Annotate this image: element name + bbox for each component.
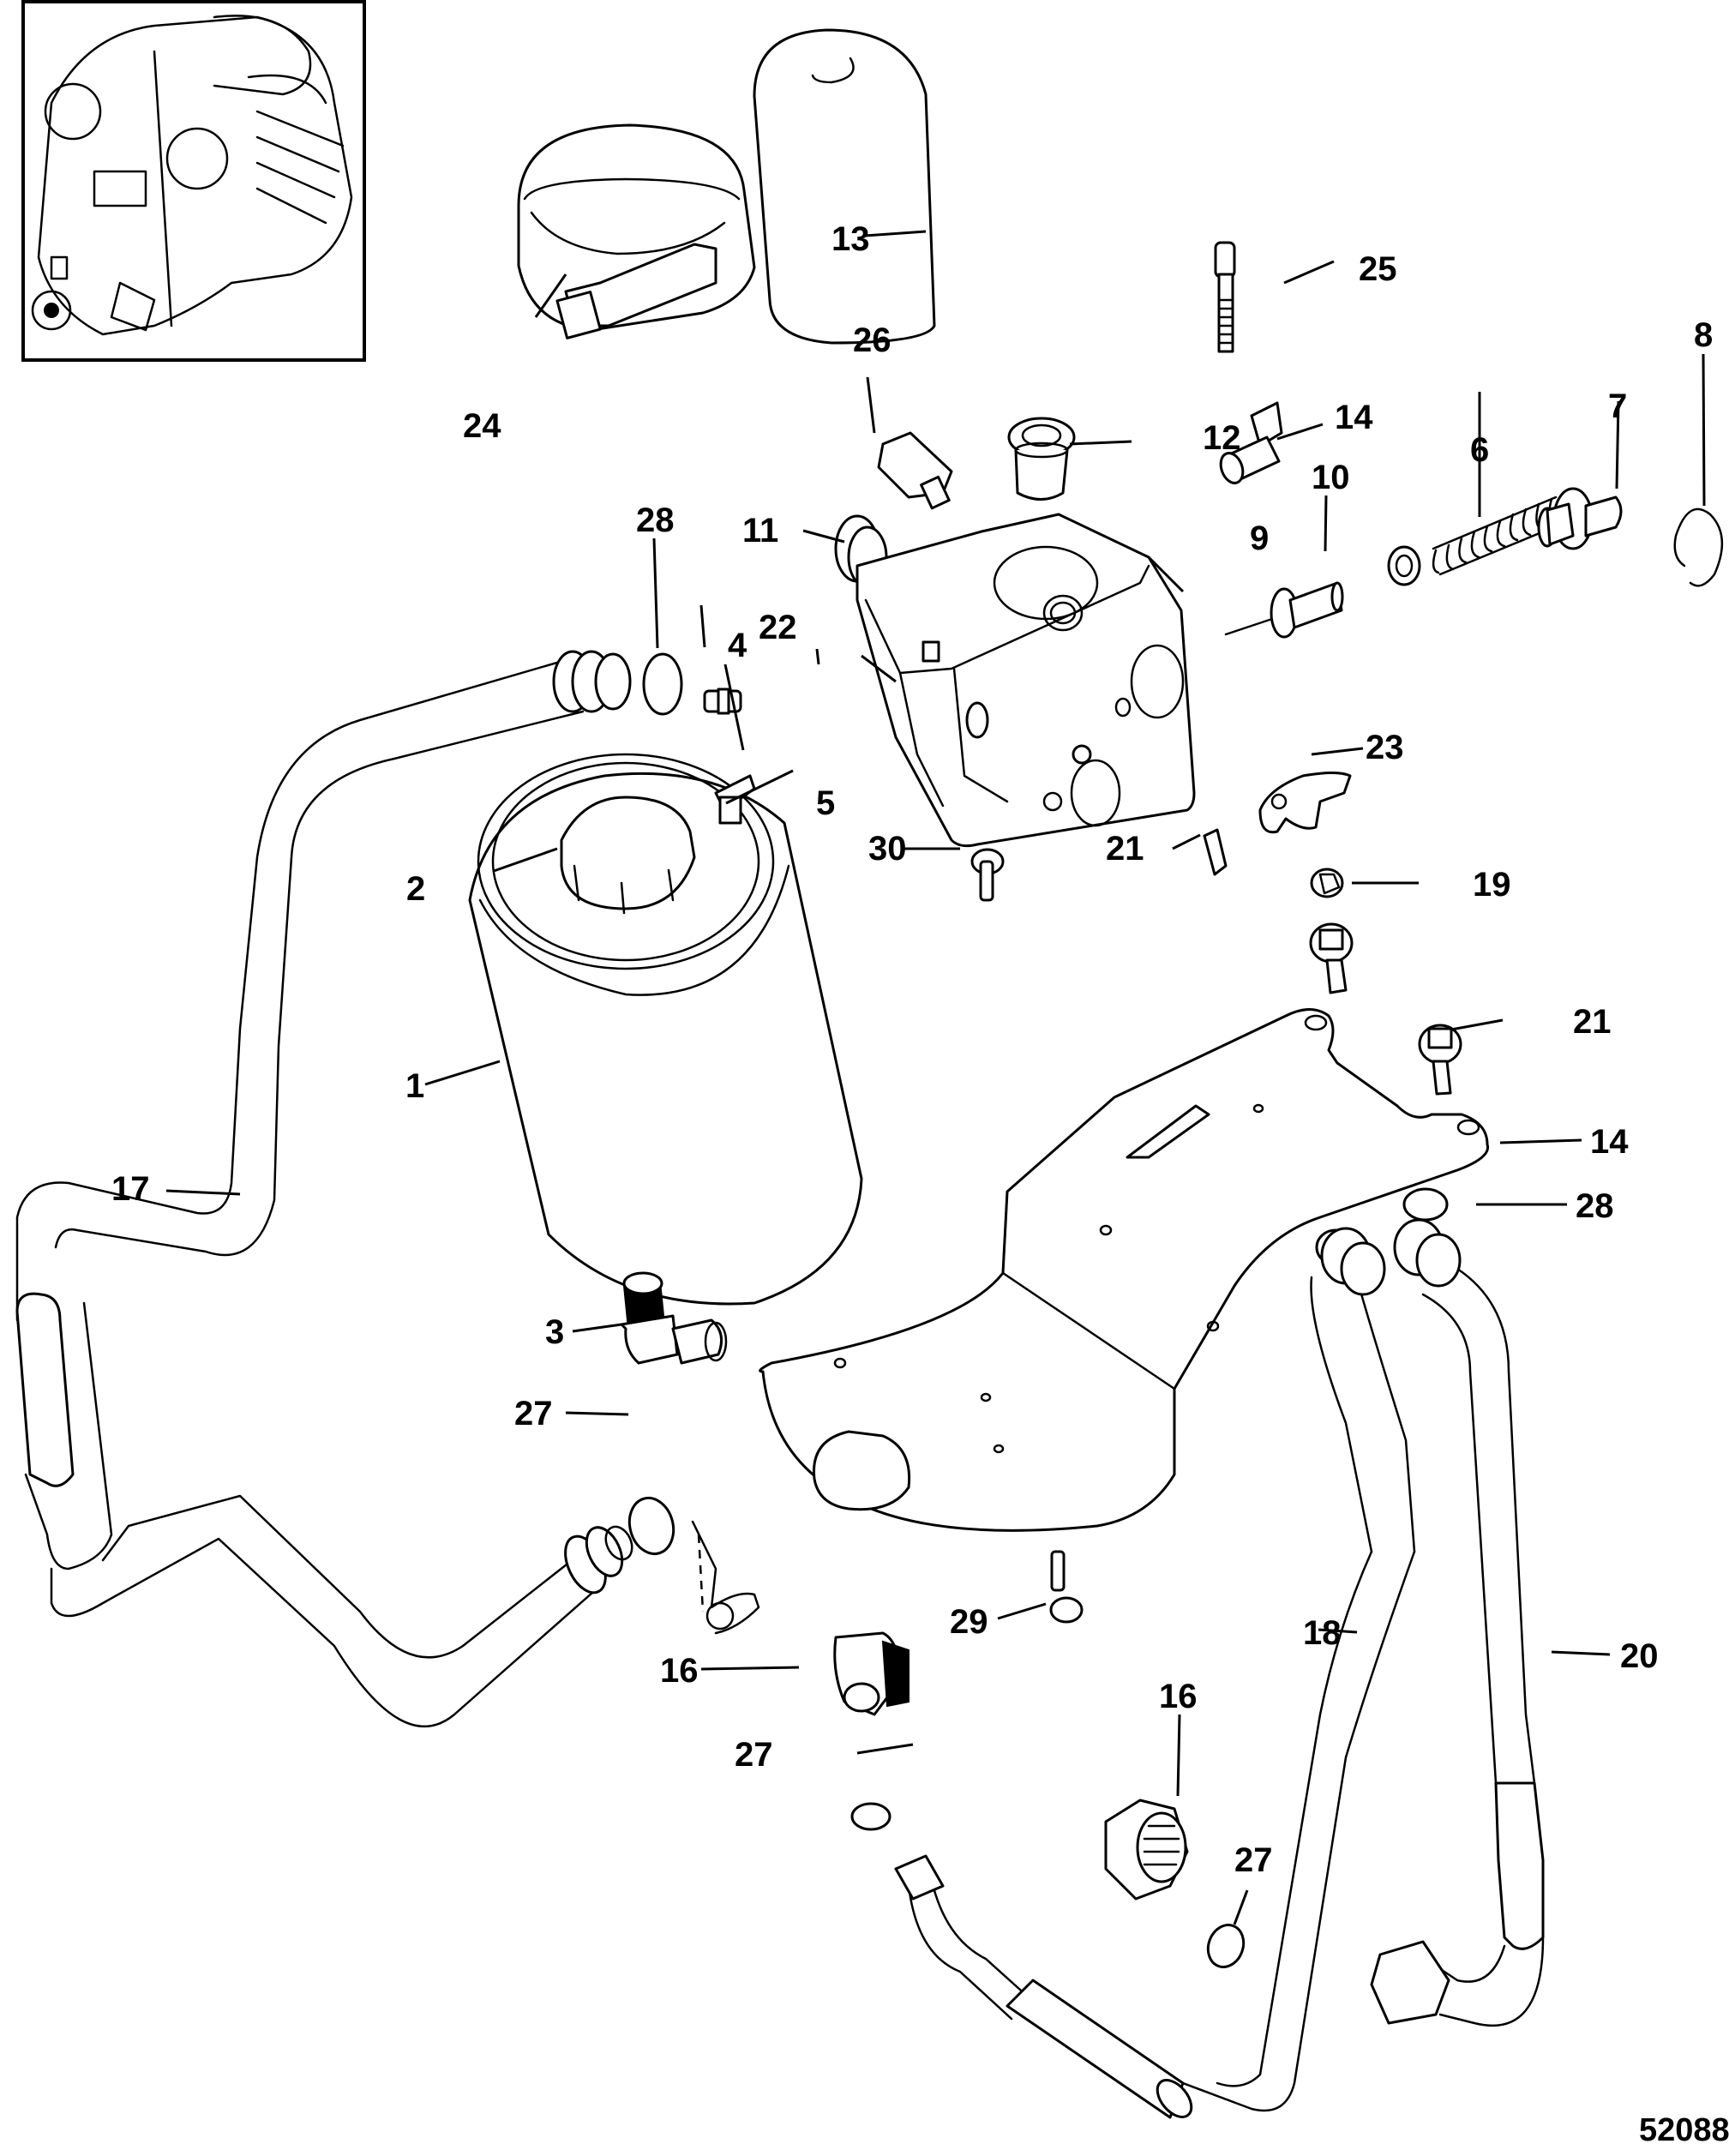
callout-29: 29: [950, 1603, 988, 1641]
hose-end-fitting-a: [1320, 1227, 1386, 1296]
figure-id: 52088: [1639, 2112, 1729, 2148]
callout-27-lower: 27: [1234, 1841, 1273, 1879]
callout-2: 2: [406, 870, 425, 908]
callout-17: 17: [111, 1170, 150, 1208]
o-ring-middle: [850, 1802, 892, 1831]
retaining-clip: [691, 1520, 760, 1635]
callout-8: 8: [1694, 316, 1713, 354]
elbow-connector-upper: [833, 1631, 910, 1716]
callout-18: 18: [1303, 1614, 1342, 1652]
callout-30: 30: [868, 830, 907, 868]
o-ring-upper: [627, 1496, 675, 1556]
o-ring-lower: [1206, 1924, 1246, 1968]
callout-leaders: [165, 230, 1706, 1925]
callout-12: 12: [1203, 419, 1241, 457]
callout-13: 13: [831, 220, 870, 258]
callout-24: 24: [463, 407, 501, 445]
bracket-bolt-upper: [1309, 922, 1354, 994]
filter-element: [753, 28, 936, 345]
callout-21-fitting: 21: [1106, 830, 1144, 868]
filter-housing: [855, 513, 1196, 848]
clip-plate: [1258, 772, 1352, 834]
hose-end-fitting-lower: [564, 1525, 633, 1594]
o-ring-top: [642, 652, 683, 716]
callout-6: 6: [1470, 431, 1489, 469]
callout-23: 23: [1366, 729, 1404, 766]
filter-cap: [560, 796, 696, 915]
hose-end-fitting: [552, 650, 632, 713]
callout-14-sender: 14: [1335, 399, 1373, 436]
hose-line-a: [894, 1227, 1416, 2119]
engine-thumbnail-icon: [31, 15, 353, 336]
adapter-fitting: [1007, 417, 1076, 501]
sender-fitting: [1219, 401, 1283, 484]
bracket-bolt: [1418, 1024, 1462, 1096]
temperature-sender: [877, 431, 953, 510]
callout-28-top: 28: [636, 501, 675, 539]
callout-3: 3: [545, 1313, 564, 1351]
callout-27-upper: 27: [514, 1395, 553, 1432]
mounting-bracket: [759, 1008, 1490, 1532]
callout-20: 19: [1473, 866, 1511, 904]
hose-line-b: [1370, 1218, 1545, 2027]
stud-bolt: [1049, 1550, 1084, 1624]
elbow-connector-lower: [1104, 1799, 1189, 1901]
fitting: [1203, 828, 1228, 876]
bolt: [1310, 868, 1344, 898]
oil-filter-canister: [468, 753, 863, 1306]
retaining-ring: [1673, 507, 1724, 587]
callout-labels: 24 13 25 26 12 14 6 7 8 10 9 11 28 22 4 …: [111, 220, 1713, 1879]
hose-end-fitting-b: [1393, 1218, 1462, 1288]
callout-22: 22: [759, 609, 797, 646]
callout-26: 26: [853, 321, 892, 359]
callout-10: 10: [1312, 459, 1350, 496]
callout-9: 9: [1250, 519, 1269, 557]
callout-27-middle: 27: [735, 1736, 773, 1774]
callout-14-bracket: 14: [1590, 1123, 1629, 1161]
housing-bolt: [970, 848, 1005, 902]
callout-5: 5: [816, 784, 835, 822]
callout-16-lower: 16: [1159, 1678, 1198, 1715]
callout-28-right: 28: [1576, 1187, 1614, 1225]
clamp-screw: [714, 774, 756, 825]
callout-19: 20: [1620, 1637, 1659, 1675]
cap-screw: [1214, 241, 1236, 353]
callout-4: 4: [728, 627, 747, 664]
o-ring-right: [1402, 1187, 1449, 1222]
locator-inset: [21, 0, 366, 362]
elbow-fitting: [620, 1271, 728, 1365]
callout-1: 1: [405, 1067, 424, 1105]
callout-7: 7: [1608, 387, 1627, 425]
callout-11: 11: [742, 512, 778, 550]
seal-washer: [1387, 545, 1421, 586]
callout-16-upper: 16: [660, 1652, 699, 1690]
callout-25: 25: [1359, 250, 1397, 288]
valve-plug: [1537, 487, 1623, 550]
callout-21-bolt: 21: [1573, 1003, 1612, 1041]
hose-clamp: [517, 123, 756, 339]
valve-piston: [1224, 581, 1344, 639]
spring: [1432, 495, 1562, 576]
